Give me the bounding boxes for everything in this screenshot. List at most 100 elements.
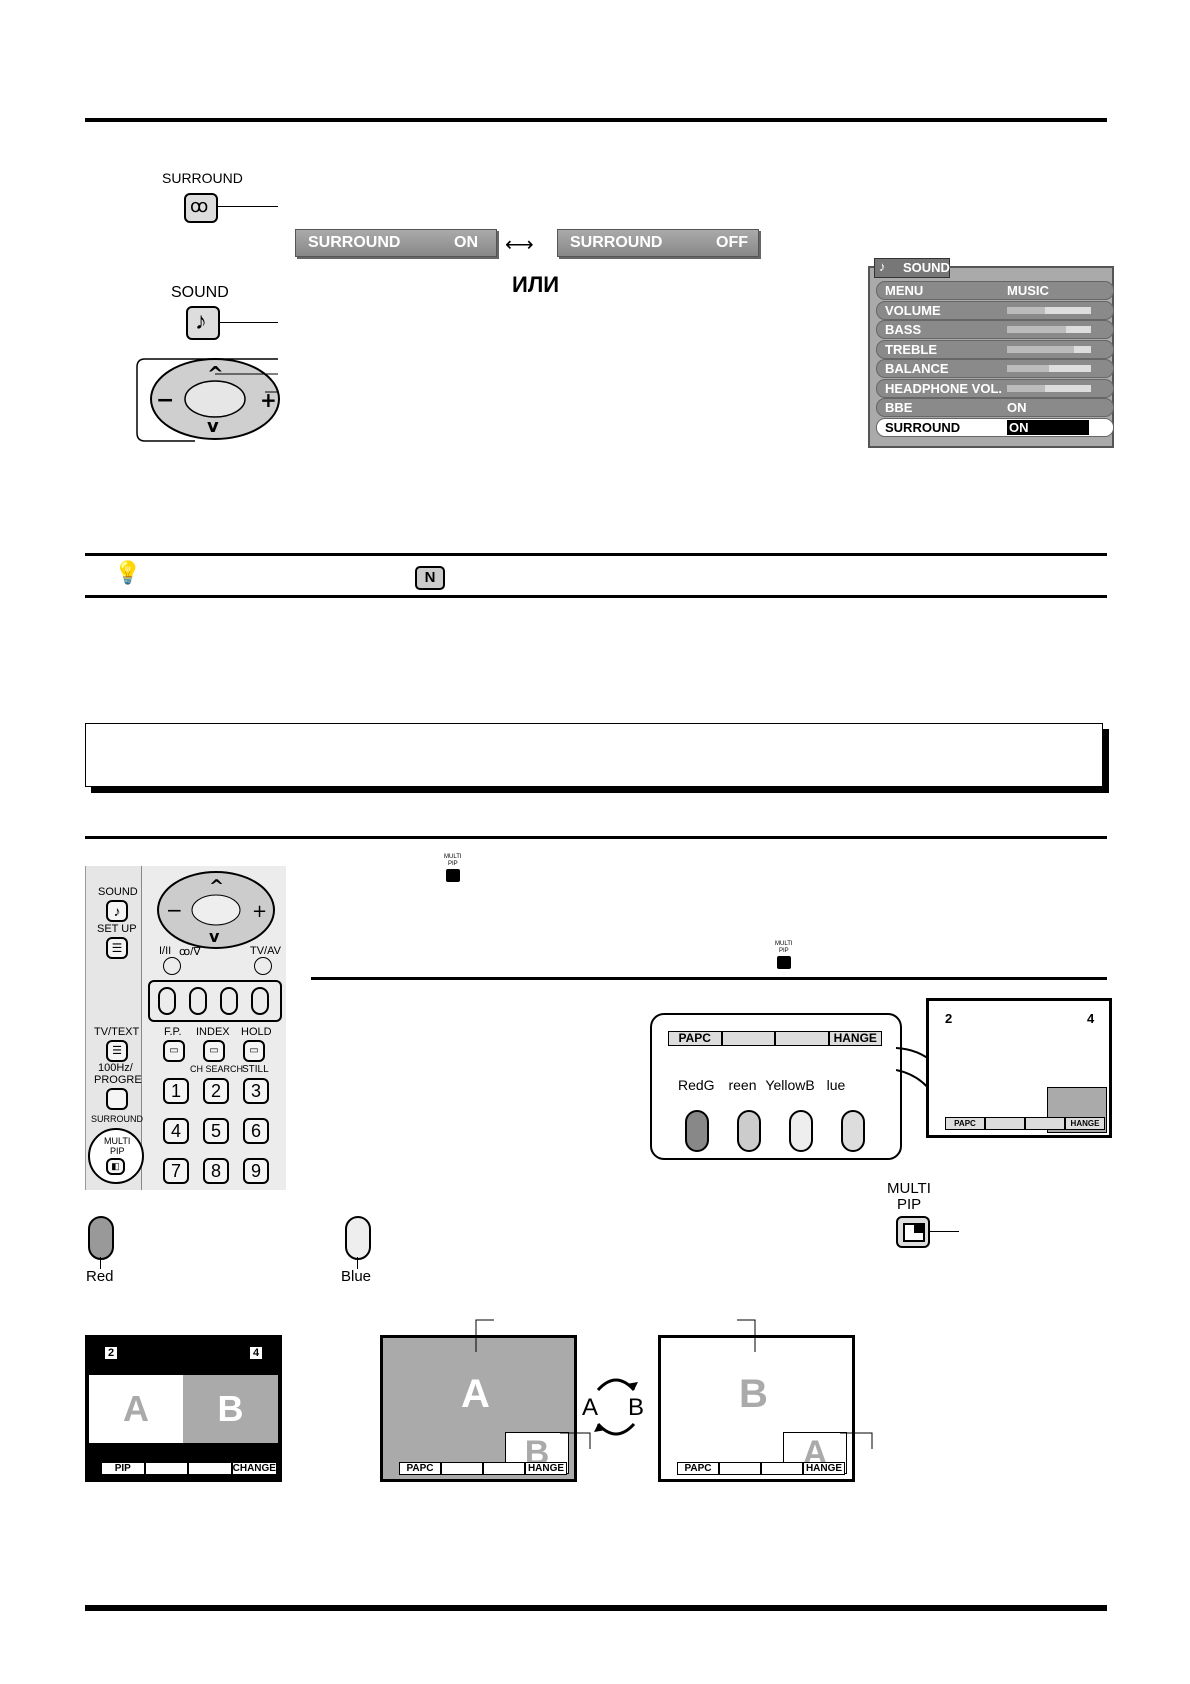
pip-a-bar-2	[441, 1462, 483, 1475]
remote-surround-label: SURROUND	[91, 1114, 144, 1124]
remote-digit-key[interactable]: 8	[203, 1158, 229, 1184]
sound-menu-row[interactable]: VOLUME	[876, 300, 1114, 320]
big-pip-label: PIP	[897, 1196, 922, 1213]
big-multi-label: MULTI	[887, 1180, 931, 1197]
remote-setup-key[interactable]: ☰	[106, 937, 128, 959]
sound-button[interactable]: ♪	[186, 306, 220, 340]
remote-digit-key[interactable]: 6	[243, 1118, 269, 1144]
blue-example-label: Blue	[341, 1268, 372, 1285]
remote-digit-key[interactable]: 7	[163, 1158, 189, 1184]
pip-a-main-letter: A	[461, 1372, 490, 1416]
osd-surround-on: SURROUND ON	[295, 229, 497, 257]
remote-mono-key[interactable]	[163, 957, 181, 975]
callout-red-key[interactable]	[685, 1110, 709, 1152]
swap-arrows-icon	[594, 1378, 638, 1436]
remote-index-label: INDEX	[196, 1026, 230, 1038]
sound-menu-level-bar	[1007, 365, 1091, 372]
remote-fp-key[interactable]: ▭	[163, 1040, 185, 1062]
callout-yellow-key[interactable]	[789, 1110, 813, 1152]
remote-digit-key[interactable]: 2	[203, 1078, 229, 1104]
swap-arrows: A B	[582, 1362, 648, 1450]
callout-screen-bar-3	[1025, 1117, 1065, 1130]
remote-sound-key[interactable]: ♪	[106, 900, 128, 922]
bottom-rule	[85, 1605, 1107, 1611]
remote-fp-label: F.P.	[164, 1026, 182, 1038]
inline-pip-1: PIP	[447, 861, 458, 867]
svg-text:+: +	[260, 388, 277, 412]
remote-nav-pad[interactable]: ^ v − +	[154, 870, 279, 950]
remote-progre-key[interactable]	[106, 1088, 128, 1110]
osd-on-value: ON	[454, 234, 478, 251]
remote-tvtext-key[interactable]: ☰	[106, 1040, 128, 1062]
callout-ch-left: 2	[945, 1011, 953, 1026]
sound-menu-row-label: SURROUND	[885, 419, 961, 435]
sound-menu-row-label: VOLUME	[885, 302, 941, 318]
remote-blue-key[interactable]	[251, 987, 269, 1015]
split-bar-3	[188, 1462, 232, 1475]
remote-multi-label: MULTI	[104, 1136, 131, 1146]
callout-label-green: reen	[728, 1077, 757, 1093]
remote-tvav-key[interactable]	[254, 957, 272, 975]
sound-menu-row[interactable]: HEADPHONE VOL.	[876, 378, 1114, 398]
inline-multipip-icon-1	[445, 869, 460, 882]
nav-pad[interactable]: ^ v − +	[135, 357, 280, 442]
sound-menu-row[interactable]: SURROUND ON	[876, 417, 1114, 437]
remote-hold-key[interactable]: ▭	[243, 1040, 265, 1062]
split-screen: 2 4 A B PIP CHANGE	[85, 1335, 282, 1482]
sound-menu-row-value: ON	[1007, 419, 1089, 435]
sound-menu-level-fill	[1007, 345, 1075, 353]
pip-b-sub-leader	[840, 1432, 873, 1449]
split-ch-left: 2	[105, 1347, 117, 1359]
remote-digit-key[interactable]: 9	[243, 1158, 269, 1184]
remote-multipip-key[interactable]: ◧	[106, 1158, 125, 1175]
sound-menu-row[interactable]: TREBLE	[876, 339, 1114, 359]
split-bar-2	[144, 1462, 189, 1475]
pip-screen-b: B A PAPC HANGE	[658, 1335, 855, 1482]
osd-off-value: OFF	[716, 234, 748, 251]
remote-digit-key[interactable]: 3	[243, 1078, 269, 1104]
callout-screen-bar-4: HANGE	[1065, 1117, 1105, 1130]
sound-leader	[218, 322, 278, 323]
sound-menu-level-bar	[1007, 306, 1091, 314]
sound-menu-row-label: BALANCE	[885, 361, 949, 376]
sound-menu-tab: ♪ SOUND	[874, 258, 950, 278]
sound-menu-level-fill	[1007, 365, 1049, 372]
sound-menu-title: SOUND	[903, 260, 950, 275]
callout-ch-right: 4	[1087, 1011, 1095, 1026]
big-multipip-button[interactable]	[896, 1216, 930, 1248]
sound-menu-row[interactable]: BALANCE	[876, 359, 1114, 378]
remote-green-key[interactable]	[189, 987, 207, 1015]
callout-screen: 2 4 PAPC HANGE	[926, 998, 1112, 1138]
note-icon: ♪	[195, 308, 207, 335]
remote-pip-label: PIP	[110, 1146, 125, 1156]
remote-digit-key[interactable]: 1	[163, 1078, 189, 1104]
pip-a-bar-3	[483, 1462, 525, 1475]
remote-hz-label: 100Hz/	[98, 1062, 133, 1074]
tip-top-rule	[85, 553, 1107, 556]
pip-b-bar-2	[719, 1462, 761, 1475]
remote-hold-label: HOLD	[241, 1026, 272, 1038]
remote-mono-label: I/II	[159, 945, 172, 957]
callout-blue-key[interactable]	[841, 1110, 865, 1152]
sound-menu-row[interactable]: BASS	[876, 320, 1114, 339]
inline-multi-2: MULTI	[775, 941, 793, 947]
remote-yellow-key[interactable]	[220, 987, 238, 1015]
remote-digit-key[interactable]: 4	[163, 1118, 189, 1144]
remote-multipip-highlight[interactable]: MULTI PIP ◧	[88, 1128, 144, 1184]
nav-pad-graphic: ^ v − +	[136, 358, 280, 442]
callout-green-key[interactable]	[737, 1110, 761, 1152]
callout-label-blue: lue	[826, 1077, 846, 1093]
split-right-picture: B	[183, 1375, 278, 1443]
callout-screen-bar: PAPC HANGE	[945, 1117, 1105, 1130]
surround-button[interactable]: ꝏ	[184, 193, 218, 223]
split-bar-1: PIP	[101, 1462, 145, 1475]
sound-menu-row-label: BASS	[885, 322, 922, 337]
remote-red-key[interactable]	[158, 987, 176, 1015]
remote-digit-key[interactable]: 5	[203, 1118, 229, 1144]
split-bar-4: CHANGE	[231, 1462, 277, 1475]
callout-label-red: RedG	[678, 1077, 715, 1093]
menu-note-icon: ♪	[879, 259, 886, 274]
remote-index-key[interactable]: ▭	[203, 1040, 225, 1062]
